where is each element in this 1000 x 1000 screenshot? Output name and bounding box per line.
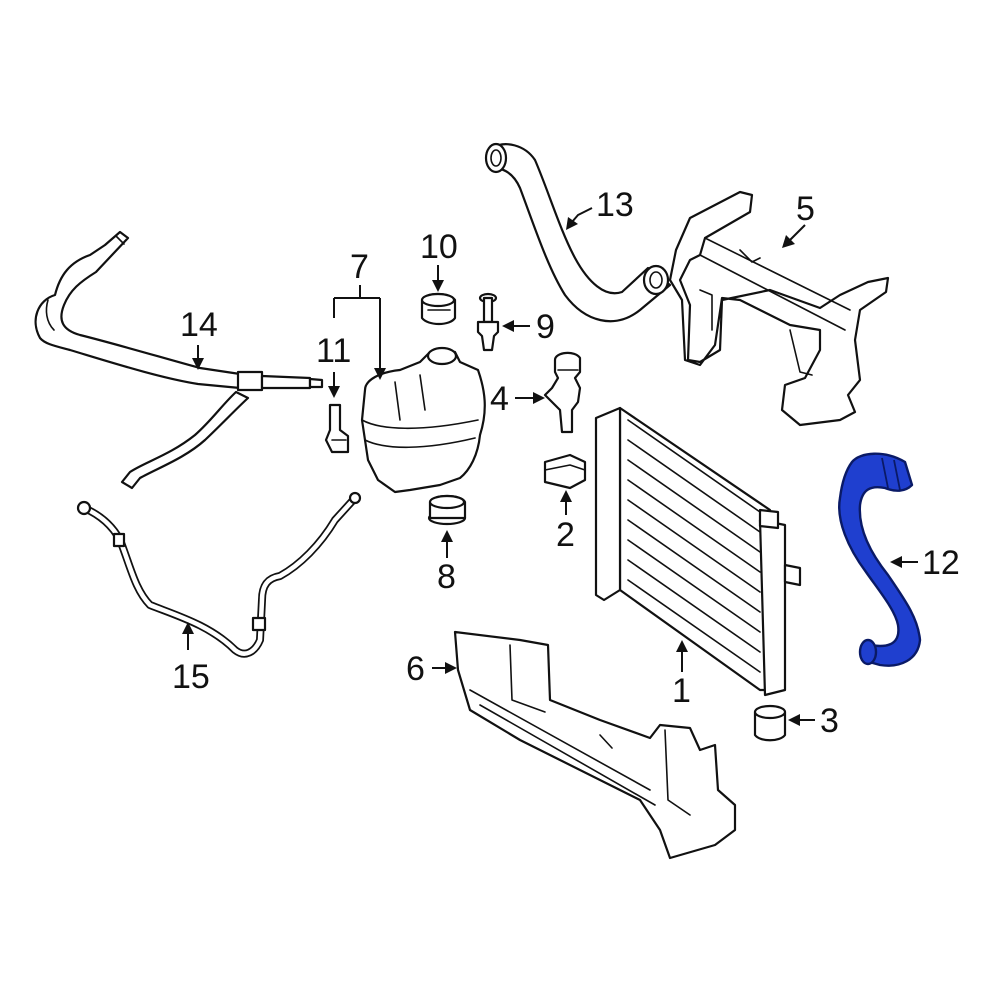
callout-7: 7 bbox=[350, 248, 369, 286]
callout-2: 2 bbox=[556, 516, 575, 554]
part-8-grommet[interactable] bbox=[427, 494, 467, 526]
callout-10: 10 bbox=[420, 228, 458, 266]
callout-4: 4 bbox=[490, 380, 509, 418]
callout-6: 6 bbox=[406, 650, 425, 688]
callout-12: 12 bbox=[922, 544, 960, 582]
part-3-cap[interactable] bbox=[753, 704, 787, 742]
callout-3: 3 bbox=[820, 702, 839, 740]
part-5-shroud[interactable] bbox=[668, 190, 890, 427]
part-7-expansion-tank[interactable] bbox=[360, 346, 486, 494]
part-11-sensor[interactable] bbox=[324, 403, 350, 454]
part-9-pin[interactable] bbox=[476, 292, 500, 352]
part-13-hose[interactable] bbox=[484, 142, 672, 323]
callout-15: 15 bbox=[172, 658, 210, 696]
part-6-air-guide[interactable] bbox=[453, 630, 737, 860]
part-12-hose-highlighted[interactable] bbox=[838, 452, 922, 667]
callout-13: 13 bbox=[596, 186, 634, 224]
part-4-bracket[interactable] bbox=[543, 351, 582, 434]
part-1-radiator[interactable] bbox=[594, 406, 802, 697]
callout-11: 11 bbox=[316, 332, 351, 370]
callout-labels: 1 2 3 4 5 6 7 8 9 10 11 12 13 14 15 bbox=[172, 186, 960, 740]
part-15-line[interactable] bbox=[76, 491, 362, 658]
callout-14: 14 bbox=[180, 306, 218, 344]
callout-5: 5 bbox=[796, 190, 815, 228]
part-14-hose[interactable] bbox=[34, 230, 324, 490]
callout-8: 8 bbox=[437, 558, 456, 596]
callout-1: 1 bbox=[672, 672, 691, 710]
part-10-cap[interactable] bbox=[420, 292, 457, 326]
leader-lines bbox=[182, 207, 918, 726]
callout-9: 9 bbox=[536, 308, 555, 346]
part-2-mount[interactable] bbox=[543, 453, 587, 490]
